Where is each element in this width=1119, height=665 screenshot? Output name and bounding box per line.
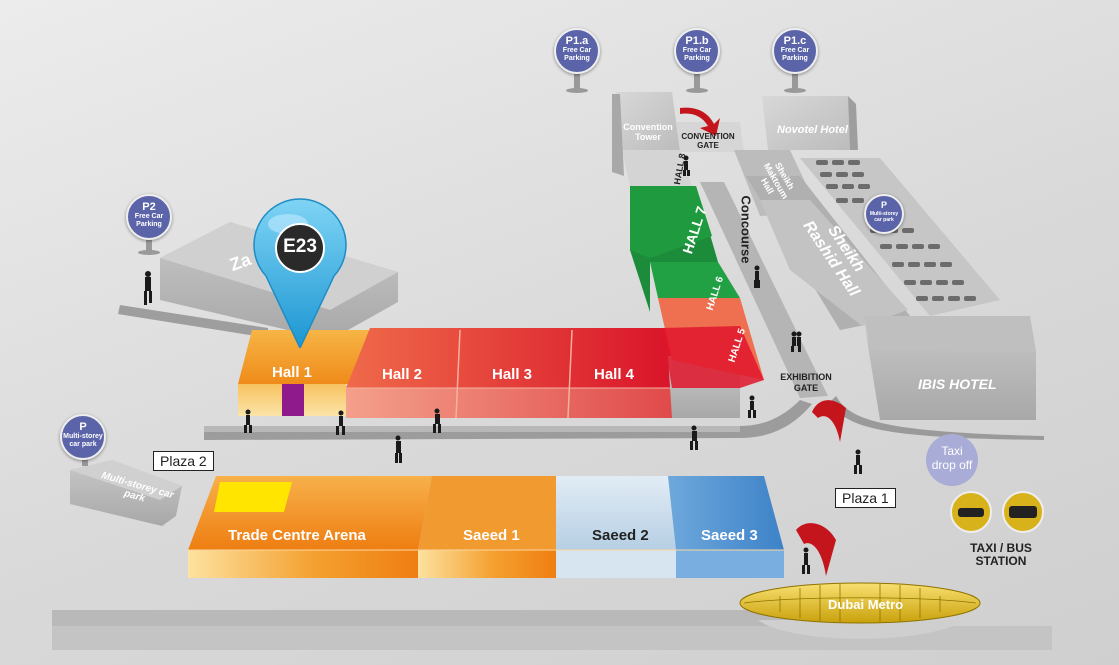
saeed-3-label[interactable]: Saeed 3 — [701, 527, 758, 544]
ground-top — [52, 610, 812, 626]
convention-gate-label: CONVENTION GATE — [681, 132, 735, 150]
saeed-3-front — [676, 550, 784, 578]
exhibition-gate-label: EXHIBITION GATE — [780, 372, 832, 393]
trade-centre-arena-label[interactable]: Trade Centre Arena — [228, 527, 366, 544]
hall-6 — [650, 262, 740, 298]
parking-p1c-pin[interactable]: P1.c Free Car Parking — [772, 28, 818, 74]
metro-base — [758, 620, 964, 639]
pedestrians — [144, 155, 862, 574]
right-road — [830, 396, 1044, 440]
convention-tower-label: Convention Tower — [623, 122, 673, 142]
halls-2-4-top — [346, 328, 672, 388]
taxi-drop-off-badge[interactable]: Taxi drop off — [926, 434, 978, 486]
saeed-1-label[interactable]: Saeed 1 — [463, 527, 520, 544]
convention-gate-area — [676, 122, 744, 152]
convention-gate-arrow — [680, 107, 720, 136]
saeed-2-top — [556, 476, 676, 550]
hall-1-top — [238, 330, 370, 384]
saeed-3-top — [668, 476, 784, 550]
novotel-building — [762, 96, 850, 150]
marker-label: E23 — [283, 236, 317, 257]
exhibition-gate-arrow — [812, 400, 846, 442]
hall-1-label[interactable]: Hall 1 — [272, 364, 313, 381]
parking-p2-pin[interactable]: P2 Free Car Parking — [126, 194, 172, 240]
plaza-1-label: Plaza 1 — [835, 488, 896, 508]
parking-p1a-pin[interactable]: P1.a Free Car Parking — [554, 28, 600, 74]
novotel-label: Novotel Hotel — [777, 124, 848, 136]
dubai-metro-label[interactable]: Dubai Metro — [828, 597, 904, 612]
saeed-2-label[interactable]: Saeed 2 — [592, 527, 649, 544]
bus-icon — [1002, 491, 1044, 533]
taxi-bus-station-label: TAXI / BUS STATION — [970, 541, 1032, 568]
metro-arrow — [796, 523, 836, 576]
booth-e23-highlight — [282, 384, 304, 416]
saeed-2-front — [556, 550, 676, 578]
parking-right-pin[interactable]: P Multi-storey car park — [864, 194, 904, 234]
convention-tower — [616, 92, 680, 150]
left-road — [118, 305, 268, 338]
parking-lot — [800, 158, 1000, 316]
taxi-car-icon — [950, 491, 992, 533]
parking-left-pin[interactable]: P Multi-storey car park — [60, 414, 106, 460]
arena-yellow-area — [214, 482, 292, 512]
saeed-1-front — [418, 550, 556, 578]
hall-4-label[interactable]: Hall 4 — [594, 366, 635, 383]
rashid-hall-top — [760, 200, 908, 326]
hall-8 — [622, 150, 692, 186]
hall-2-label[interactable]: Hall 2 — [382, 366, 423, 383]
saeed-1-top — [418, 476, 556, 550]
plaza-2-label: Plaza 2 — [153, 451, 214, 471]
halls-2-4-front — [346, 388, 672, 418]
trade-centre-front — [188, 550, 418, 578]
concourse-label: Concourse — [738, 195, 754, 264]
ibis-hotel-label: IBIS HOTEL — [918, 376, 997, 392]
parking-p1b-pin[interactable]: P1.b Free Car Parking — [674, 28, 720, 74]
hall-3-label[interactable]: Hall 3 — [492, 366, 533, 383]
booth-location-marker[interactable] — [252, 198, 348, 348]
metro-grid — [743, 584, 977, 622]
parked-cars — [816, 160, 976, 301]
